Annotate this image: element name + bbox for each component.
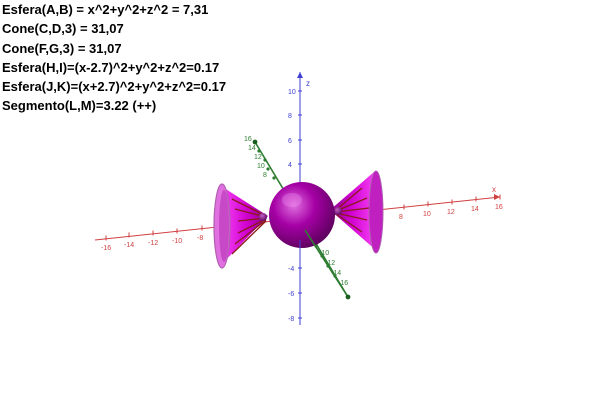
x-tick-label: -10: [172, 238, 182, 245]
y-tick-mark: [257, 149, 261, 153]
cone-fg-base-inner: [219, 190, 229, 262]
y-tick-mark: [266, 167, 270, 171]
z-tick-label: -8: [288, 316, 294, 323]
z-tick-label: 6: [288, 138, 292, 145]
x-axis-ticks: -16 -14 -12 -10 -8 8 10 12 14 16: [101, 194, 503, 252]
sphere-ab-highlight: [282, 193, 302, 207]
y-tick-label: -12: [325, 260, 335, 267]
cone-cd-label[interactable]: Cone(C,D,3) = 31,07: [2, 21, 124, 37]
sphere-ab[interactable]: [269, 182, 335, 248]
algebra-info-panel: Esfera(A,B) = x^2+y^2+z^2 = 7,31 Cone(C,…: [2, 0, 226, 116]
y-tick-label: -16: [338, 280, 348, 287]
x-tick-label: -12: [148, 240, 158, 247]
x-tick-label: 8: [399, 214, 403, 221]
point-l[interactable]: [252, 139, 258, 145]
y-tick-label: 12: [254, 154, 262, 161]
z-axis-name: z: [306, 79, 310, 88]
cone-cd-surface: [330, 172, 383, 252]
y-tick-label: 14: [248, 145, 256, 152]
y-axis-front-line: [304, 229, 349, 298]
cone-fg-label[interactable]: Cone(F,G,3) = 31,07: [2, 40, 122, 56]
esfera-ab-label[interactable]: Esfera(A,B) = x^2+y^2+z^2 = 7,31: [2, 2, 209, 17]
y-tick-label: 10: [257, 163, 265, 170]
x-tick-label: 16: [495, 204, 503, 211]
y-tick-label: -10: [319, 250, 329, 257]
z-tick-label: 4: [288, 162, 292, 169]
sphere-jk[interactable]: [259, 213, 267, 221]
esfera-jk-label[interactable]: Esfera(J,K)=(x+2.7)^2+y^2+z^2=0.17: [2, 79, 227, 95]
cone-cd[interactable]: [330, 170, 384, 254]
z-tick-label: 8: [288, 113, 292, 120]
y-tick-label: -14: [331, 270, 341, 277]
esfera-hi-label[interactable]: Esfera(H,I)=(x-2.7)^2+y^2+z^2=0.17: [2, 59, 220, 75]
x-tick-label: 12: [447, 209, 455, 216]
y-tick-label: 8: [263, 172, 267, 179]
z-tick-label: 10: [288, 89, 296, 96]
x-axis-name: x: [492, 185, 496, 194]
x-axis-arrow: [494, 194, 500, 200]
y-tick-label: 16: [244, 136, 252, 143]
y-tick-mark: [272, 176, 276, 180]
cone-cd-base: [368, 170, 384, 254]
z-tick-label: -4: [288, 266, 294, 273]
x-tick-label: -16: [101, 245, 111, 252]
x-tick-label: 10: [423, 211, 431, 218]
cone-fg[interactable]: [213, 183, 268, 269]
z-tick-label: -6: [288, 291, 294, 298]
z-axis-arrow: [297, 72, 303, 78]
point-m[interactable]: [345, 294, 351, 300]
segmento-lm-label[interactable]: Segmento(L,M)=3.22 (++): [2, 98, 157, 114]
sphere-hi[interactable]: [334, 207, 342, 215]
x-tick-label: 14: [471, 206, 479, 213]
y-tick-mark: [263, 158, 267, 162]
x-tick-label: -8: [197, 235, 203, 242]
x-tick-label: -14: [124, 242, 134, 249]
